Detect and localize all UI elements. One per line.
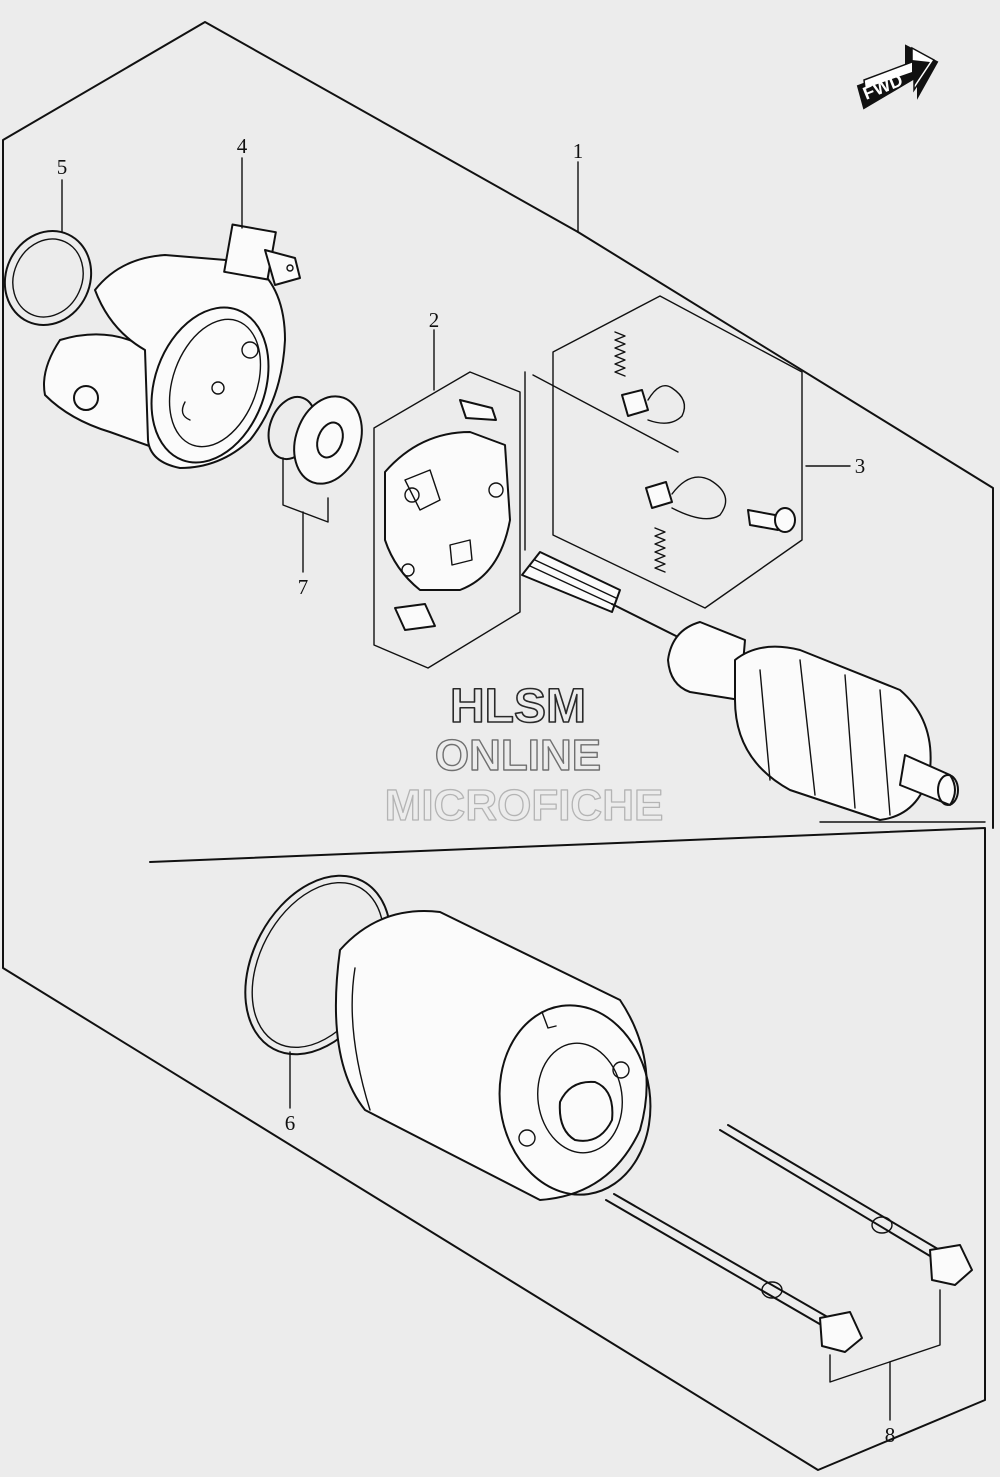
callout-4: 4 (237, 134, 248, 158)
leader-lines (61, 157, 851, 467)
watermark-line-2: ONLINE (435, 731, 601, 780)
callout-labels: 1 2 3 4 5 6 7 8 (57, 134, 896, 1447)
callout-3: 3 (855, 454, 866, 478)
washer-set-part-7 (267, 395, 363, 573)
watermark-line-3: MICROFICHE (385, 781, 664, 830)
fwd-arrow-icon: FWD (856, 44, 939, 110)
o-ring-part-5 (3, 230, 93, 326)
callout-7: 7 (298, 575, 309, 599)
watermark-line-1: HLSM (450, 680, 586, 733)
end-cover-housing-part-4 (43, 223, 301, 469)
through-bolts-part-8 (605, 1124, 973, 1421)
brush-holder-part-2 (373, 371, 521, 669)
armature (521, 551, 986, 823)
callout-8: 8 (885, 1423, 896, 1447)
callout-5: 5 (57, 155, 68, 179)
callout-1: 1 (573, 139, 584, 163)
brush-kit-part-3 (524, 295, 803, 609)
callout-2: 2 (429, 308, 440, 332)
watermark: HLSM ONLINE MICROFICHE (384, 679, 664, 830)
motor-yoke-body (334, 910, 652, 1201)
callout-6: 6 (285, 1111, 296, 1135)
assembly-outline (2, 21, 994, 1471)
